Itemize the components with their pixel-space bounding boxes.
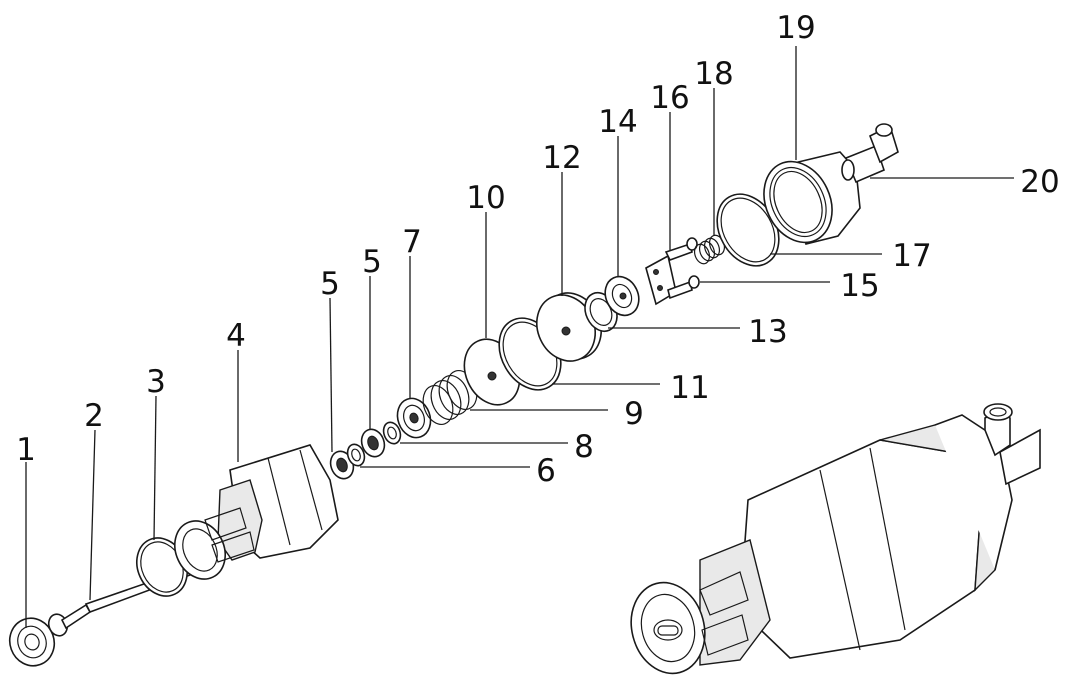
part-label-13: 13 <box>748 314 787 350</box>
part-label-18: 18 <box>694 56 733 92</box>
part-label-1: 1 <box>16 432 36 468</box>
part-20-elbow-fitting <box>841 123 1014 184</box>
part-label-5b: 5 <box>362 244 382 280</box>
part-16-o-ring <box>686 237 698 251</box>
part-label-8: 8 <box>574 429 594 465</box>
part-2-valve-stem <box>47 429 200 637</box>
part-5-washer-b <box>360 276 386 458</box>
part-label-14: 14 <box>598 104 637 140</box>
part-label-4: 4 <box>226 318 246 354</box>
part-16-valve-block <box>645 112 693 306</box>
part-14-piston <box>604 136 640 317</box>
part-label-5a: 5 <box>320 266 340 302</box>
part-label-9: 9 <box>624 396 644 432</box>
part-9-spring <box>422 370 608 425</box>
part-label-10: 10 <box>466 180 505 216</box>
part-7-spring-seat <box>396 256 432 439</box>
part-label-12: 12 <box>542 140 581 176</box>
part-19-cover <box>763 46 861 245</box>
part-5-washer-a <box>329 297 355 480</box>
part-label-6: 6 <box>536 453 556 489</box>
part-8-spacer <box>382 421 568 445</box>
part-label-16: 16 <box>650 80 689 116</box>
part-label-11: 11 <box>670 370 709 406</box>
part-label-3: 3 <box>146 364 166 400</box>
part-label-15: 15 <box>840 268 879 304</box>
assembled-valve-view <box>630 403 1041 675</box>
part-label-20: 20 <box>1020 164 1059 200</box>
part-label-7: 7 <box>402 224 422 260</box>
part-label-17: 17 <box>892 238 931 274</box>
part-3-o-ring <box>136 395 188 597</box>
part-4-valve-body <box>174 350 339 580</box>
part-17-large-o-ring <box>716 193 882 267</box>
part-1-end-cap <box>8 462 56 667</box>
part-label-19: 19 <box>776 10 815 46</box>
part-label-2: 2 <box>84 398 104 434</box>
part-6-ring <box>346 443 530 468</box>
part-15-o-ring <box>688 275 830 289</box>
